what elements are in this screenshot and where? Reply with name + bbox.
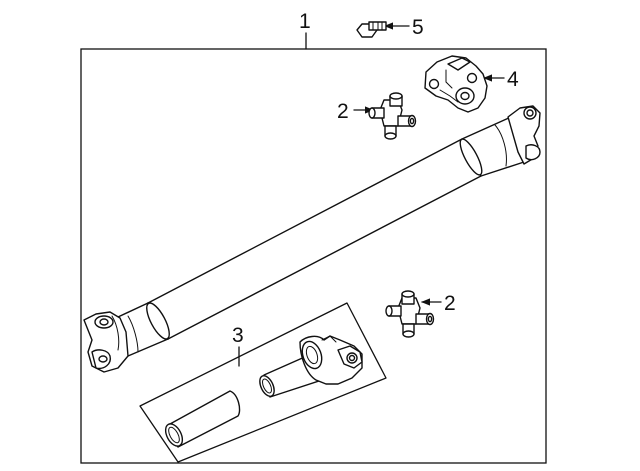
callout-2-bottom-label: 2 bbox=[444, 292, 456, 315]
spline-tube-part bbox=[164, 390, 241, 448]
callout-1: 1 bbox=[299, 10, 311, 50]
callout-5-label: 5 bbox=[412, 16, 424, 39]
universal-joint-bottom bbox=[385, 290, 435, 338]
callout-1-label: 1 bbox=[299, 10, 311, 33]
kit-frame bbox=[139, 302, 387, 463]
driveshaft-part bbox=[83, 105, 541, 373]
callout-5: 5 bbox=[384, 16, 424, 39]
callout-2-top-label: 2 bbox=[337, 100, 349, 123]
slip-yoke-kit bbox=[139, 302, 387, 463]
assembly-frame bbox=[80, 48, 547, 464]
bolt-part bbox=[356, 21, 387, 38]
flange-yoke-part bbox=[424, 55, 488, 113]
universal-joint-top bbox=[368, 92, 417, 140]
slip-yoke-part bbox=[259, 335, 363, 398]
callout-4-label: 4 bbox=[507, 68, 519, 91]
callout-3-label: 3 bbox=[232, 324, 244, 347]
callout-4: 4 bbox=[483, 68, 519, 91]
callout-2-bottom: 2 bbox=[421, 292, 456, 315]
callout-2-top: 2 bbox=[337, 100, 374, 123]
